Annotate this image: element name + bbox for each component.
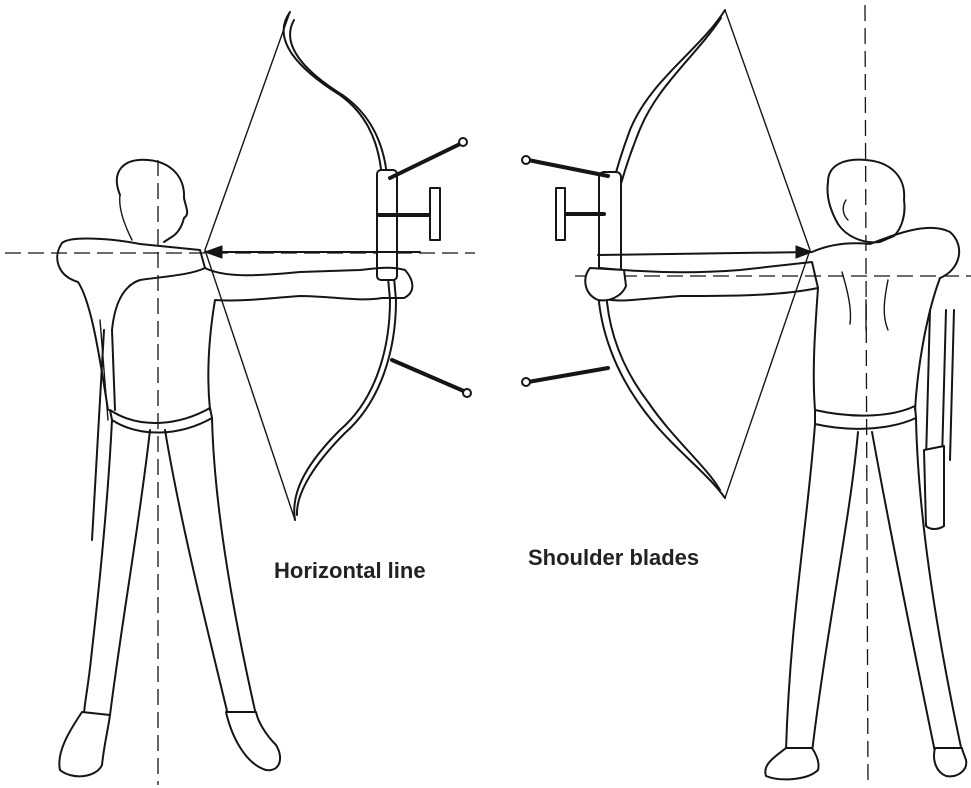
archer-hair-back-left [120, 195, 132, 240]
archer-belt-left [110, 408, 212, 433]
sight-block-right [556, 188, 565, 240]
archer-bow-arm-left [205, 268, 412, 410]
sight-block-left [430, 188, 440, 240]
archer-quiver-right [924, 446, 944, 529]
stabilizer-bottom-left [392, 360, 466, 392]
archer-shoulders-right [812, 228, 959, 278]
bow-limb-left [284, 12, 390, 520]
bow-riser-left [377, 170, 397, 280]
archer-shoe-left-left [59, 712, 110, 776]
archer-torso-left-right [814, 288, 818, 410]
archer-bow-hand-right [585, 268, 626, 300]
back-view-archer [522, 5, 971, 785]
arrow-right [598, 252, 812, 255]
stabilizer-bottom-right [528, 368, 608, 382]
stabilizer-weight-bottom-left [463, 389, 471, 397]
left-shoulder-blade [842, 272, 851, 324]
archer-shoe-right-right [934, 748, 966, 776]
archer-leg-left-inner [812, 432, 858, 752]
archer-leg-left-outer [786, 424, 815, 750]
stabilizer-weight-top-left [459, 138, 467, 146]
archer-left-leg-outer [84, 420, 112, 715]
archer-left-leg-inner [110, 430, 150, 715]
archer-quiver-left [92, 330, 104, 540]
stabilizer-top-right [528, 160, 608, 176]
archer-right-leg-outer [212, 418, 256, 715]
right-shoulder-blade [884, 280, 888, 330]
horizontal-line-label: Horizontal line [274, 560, 426, 582]
stabilizer-top-left [390, 143, 462, 178]
stabilizer-weight-top-right [522, 156, 530, 164]
quiver-arrows-right [926, 310, 954, 460]
archer-belt-right [815, 406, 916, 429]
shoulder-blades-label: Shoulder blades [528, 547, 699, 569]
vertical-reference-line-right [865, 5, 868, 785]
archer-ear-right [843, 200, 848, 220]
archer-shoe-left-right [765, 748, 818, 779]
bowstring-left [205, 12, 295, 520]
stabilizer-weight-bottom-right [522, 378, 530, 386]
archer-draw-arm-left [62, 239, 205, 410]
archer-right-leg-inner [165, 430, 228, 715]
front-view-archer [5, 12, 475, 785]
archer-shoe-right-left [226, 712, 280, 770]
